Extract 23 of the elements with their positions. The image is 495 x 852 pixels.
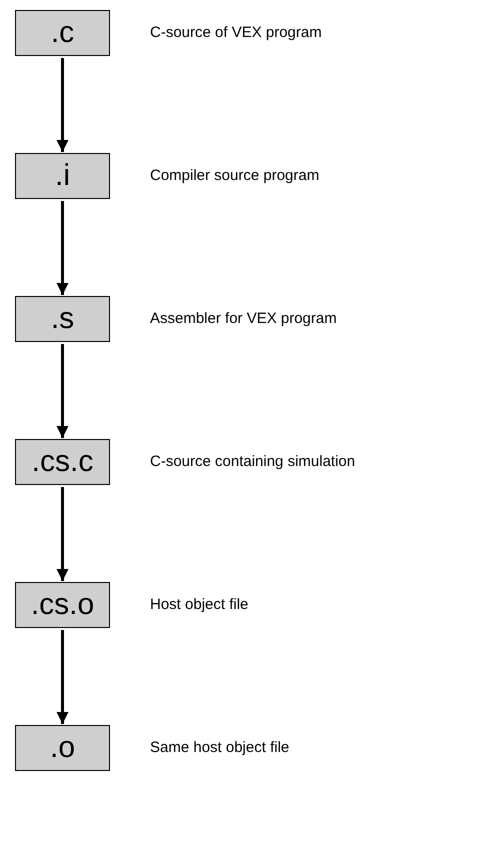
file-extension: .s [50,304,74,334]
file-extension-box [15,725,110,771]
arrow [56,630,68,724]
file-extension-box [15,10,110,56]
description-text: Same host object file [150,738,290,758]
file-extension-box [15,296,110,342]
file-extension-box [15,153,110,199]
file-extension: .cs.o [30,590,94,620]
file-extension-box [15,439,110,485]
file-extension: .cs.c [32,447,94,477]
file-extension-box [15,582,110,628]
arrow [56,201,68,295]
arrow [56,344,68,438]
file-extension: .o [50,733,76,763]
description-text: C-source containing simulation [150,452,356,472]
description-text: C-source of VEX program [150,23,322,43]
file-extension: .c [50,18,74,48]
description-text: Host object file [150,595,248,615]
arrow [56,487,68,581]
arrow [56,58,68,152]
description-text: Compiler source program [150,166,320,186]
file-extension: .i [55,161,70,191]
description-text: Assembler for VEX program [150,309,337,329]
